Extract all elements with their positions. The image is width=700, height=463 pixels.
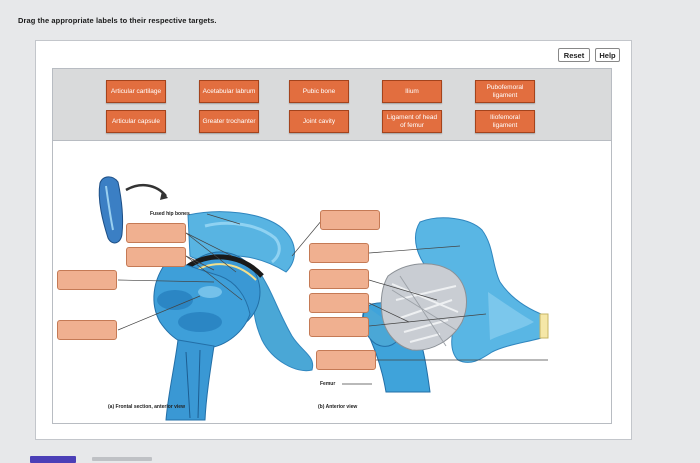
label-articular-cartilage[interactable]: Articular cartilage — [106, 80, 166, 103]
label-articular-capsule[interactable]: Articular capsule — [106, 110, 166, 133]
caption-frontal-section: (a) Frontal section, anterior view — [108, 404, 185, 410]
drop-target-3[interactable] — [57, 270, 117, 290]
submit-button[interactable] — [30, 456, 76, 463]
drop-target-6[interactable] — [309, 243, 369, 263]
drop-target-4[interactable] — [57, 320, 117, 340]
drop-target-1[interactable] — [126, 223, 186, 243]
request-answer-link[interactable] — [92, 457, 152, 461]
label-pubofemoral-ligament[interactable]: Pubofemoral ligament — [475, 80, 535, 103]
frontal-section-illustration — [153, 211, 314, 421]
label-pubic-bone[interactable]: Pubic bone — [289, 80, 349, 103]
instruction-text: Drag the appropriate labels to their res… — [18, 16, 217, 25]
pelvis-thumbnail-icon — [98, 176, 168, 244]
fused-hip-bones-text: Fused hip bones — [150, 211, 190, 217]
label-iliofemoral-ligament[interactable]: Iliofemoral ligament — [475, 110, 535, 133]
drop-target-7[interactable] — [309, 269, 369, 289]
label-joint-cavity[interactable]: Joint cavity — [289, 110, 349, 133]
anterior-view-illustration — [362, 217, 549, 393]
drop-target-8[interactable] — [309, 293, 369, 313]
drop-target-9[interactable] — [309, 317, 369, 337]
help-button[interactable]: Help — [595, 48, 620, 62]
drop-target-5[interactable] — [320, 210, 380, 230]
label-acetabular-labrum[interactable]: Acetabular labrum — [199, 80, 259, 103]
label-ligament-of-head-of-femur[interactable]: Ligament of head of femur — [382, 110, 442, 133]
label-greater-trochanter[interactable]: Greater trochanter — [199, 110, 259, 133]
leader-lines — [117, 213, 548, 385]
femur-text: Femur — [320, 381, 336, 387]
label-ilium[interactable]: Ilium — [382, 80, 442, 103]
drop-target-10[interactable] — [316, 350, 376, 370]
caption-anterior-view: (b) Anterior view — [318, 404, 358, 410]
drop-target-2[interactable] — [126, 247, 186, 267]
reset-button[interactable]: Reset — [558, 48, 590, 62]
